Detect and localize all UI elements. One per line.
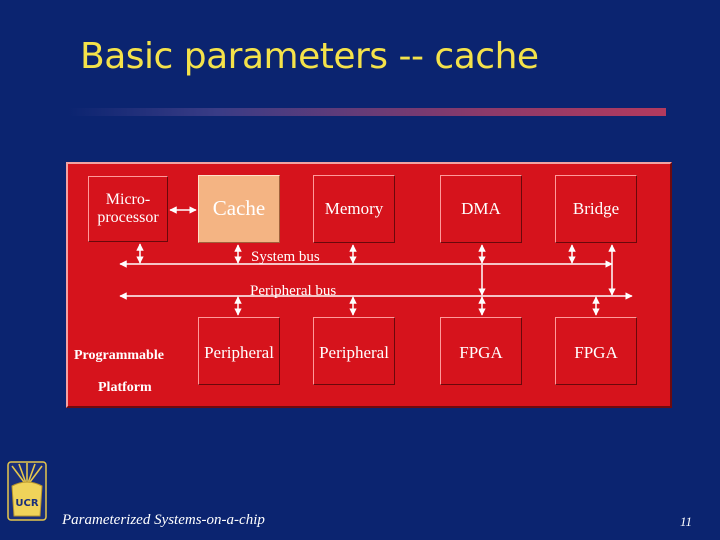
peripheral-label-2: Peripheral — [319, 343, 389, 362]
ucr-logo: UCR — [7, 461, 47, 521]
peripheral-block-1: Peripheral — [198, 317, 280, 385]
bridge-block: Bridge — [555, 175, 637, 243]
platform-label: Platform — [98, 380, 152, 395]
memory-block: Memory — [313, 175, 395, 243]
dma-label: DMA — [461, 198, 501, 218]
fpga-label-1: FPGA — [459, 343, 503, 362]
cache-block: Cache — [198, 175, 280, 243]
slide-title: Basic parameters -- cache — [80, 36, 539, 77]
dma-block: DMA — [440, 175, 522, 243]
cache-label: Cache — [212, 196, 266, 221]
peripheral-block-2: Peripheral — [313, 317, 395, 385]
footer-text: Parameterized Systems-on-a-chip — [62, 512, 265, 528]
fpga-label-2: FPGA — [574, 343, 618, 362]
memory-label: Memory — [324, 198, 384, 218]
microprocessor-label: Micro- processor — [97, 191, 159, 226]
page-number: 11 — [680, 514, 693, 529]
fpga-block-1: FPGA — [440, 317, 522, 385]
system-bus-label: System bus — [251, 249, 320, 265]
bridge-label: Bridge — [572, 198, 620, 218]
title-divider — [68, 108, 666, 116]
fpga-block-2: FPGA — [555, 317, 637, 385]
peripheral-bus-label: Peripheral bus — [250, 283, 337, 299]
logo-text: UCR — [15, 498, 38, 509]
microprocessor-block: Micro- processor — [88, 176, 168, 242]
peripheral-label-1: Peripheral — [204, 343, 274, 362]
programmable-label: Programmable — [74, 348, 164, 363]
